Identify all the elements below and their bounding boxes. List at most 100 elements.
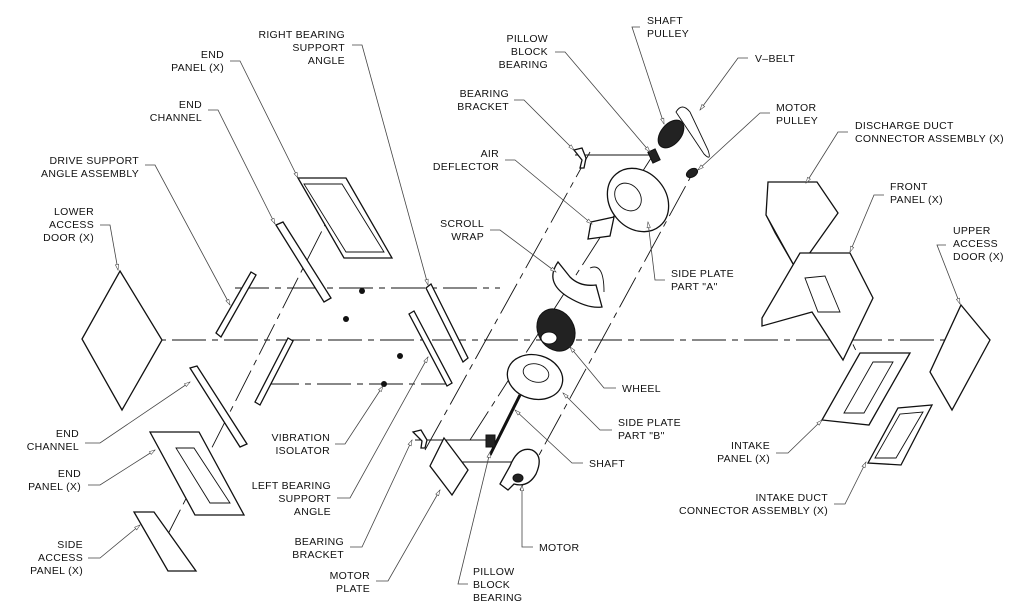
end-channel-top-part <box>275 221 332 303</box>
leader-line <box>515 410 583 464</box>
side-access-panel-part <box>132 511 198 572</box>
leader-line <box>208 109 275 224</box>
leader-line <box>648 222 665 281</box>
leader-line <box>834 462 866 505</box>
callout-shaft: SHAFT <box>515 410 625 470</box>
label-line: PANEL (X) <box>171 62 224 74</box>
label-line: INTAKE DUCT <box>755 492 828 504</box>
label-line: SIDE PLATE <box>618 417 681 429</box>
leader-line <box>145 164 230 305</box>
leader-line <box>505 159 592 224</box>
motor-pulley-part <box>685 167 699 179</box>
label-line: BEARING <box>295 536 344 548</box>
label-line: END <box>58 468 81 480</box>
label-line: CHANNEL <box>150 112 202 124</box>
label-line: BLOCK <box>473 579 510 591</box>
label-line: SIDE PLATE <box>671 268 734 280</box>
motor-part <box>499 448 540 491</box>
label-line: MOTOR <box>539 542 580 554</box>
intake-duct-connector-part <box>866 404 934 466</box>
leader-line <box>698 112 770 170</box>
label-text: SHAFT <box>589 458 625 470</box>
end-panel-top-part <box>296 177 394 259</box>
label-line: END <box>179 99 202 111</box>
label-line: RIGHT BEARING <box>258 29 345 41</box>
left-bearing-support-angle-part <box>408 310 453 387</box>
label-line: BEARING <box>460 88 509 100</box>
label-line: MOTOR <box>776 102 817 114</box>
label-line: PLATE <box>336 583 370 595</box>
label-line: LEFT BEARING <box>252 480 331 492</box>
leader-line <box>936 244 961 304</box>
callout-wheel: WHEEL <box>570 347 661 395</box>
label-line: SIDE <box>57 539 83 551</box>
label-line: BRACKET <box>292 549 344 561</box>
label-line: DRIVE SUPPORT <box>50 155 140 167</box>
label-line: PANEL (X) <box>890 194 943 206</box>
label-text: V–BELT <box>755 53 795 65</box>
label-line: ANGLE <box>308 55 345 67</box>
side-plate-a-part <box>606 167 670 233</box>
leader-line <box>88 525 140 559</box>
leader-line <box>100 224 118 270</box>
label-line: INTAKE <box>731 440 770 452</box>
end-panel-bottom-part <box>148 431 246 516</box>
leader-line <box>555 51 650 152</box>
label-line: VIBRATION <box>271 432 330 444</box>
scroll-wrap-part <box>552 260 603 308</box>
leader-line <box>88 450 155 486</box>
leader-line <box>490 229 556 272</box>
leader-line <box>352 44 428 285</box>
label-line: ACCESS <box>49 219 94 231</box>
label-line: PART "B" <box>618 430 665 442</box>
label-line: DEFLECTOR <box>433 161 499 173</box>
label-line: SHAFT <box>647 15 683 27</box>
leader-line <box>457 452 490 585</box>
parts <box>81 106 991 572</box>
label-line: AIR <box>481 148 500 160</box>
leader-line <box>85 382 190 444</box>
bearing-bracket-bottom-part <box>411 429 428 449</box>
label-line: ISOLATOR <box>275 445 330 457</box>
label-line: BEARING <box>473 592 522 604</box>
label-line: DISCHARGE DUCT <box>855 120 954 132</box>
pillow-block-bearing-top-part <box>647 148 661 164</box>
label-line: ANGLE <box>294 506 331 518</box>
label-line: SCROLL <box>440 218 484 230</box>
leader-line <box>700 57 748 110</box>
upper-access-door-part <box>929 303 991 412</box>
label-text: WHEEL <box>622 383 661 395</box>
label-line: END <box>201 49 224 61</box>
leader-line <box>806 131 848 183</box>
leader-line <box>850 194 884 252</box>
label-line: PILLOW <box>473 566 514 578</box>
